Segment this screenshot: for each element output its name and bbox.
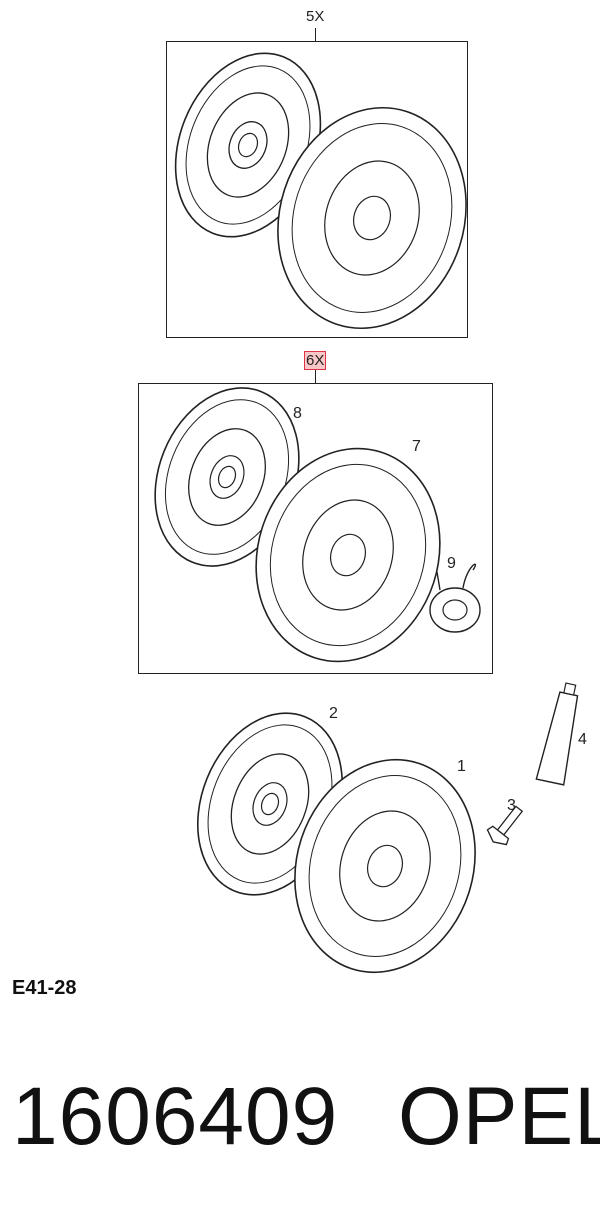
callout-1: 1 [457, 758, 466, 775]
callout-9: 9 [447, 555, 456, 572]
callout-4: 4 [578, 731, 587, 748]
callout-3: 3 [507, 797, 516, 814]
pressure-plate-drawing [277, 106, 467, 330]
callout-7: 7 [412, 438, 421, 455]
group-leader-5x [315, 28, 316, 41]
group-label-6x: 6X [303, 351, 327, 370]
group-leader-6x [315, 370, 316, 383]
group-label-5x: 5X [306, 8, 325, 25]
clutch-disc-drawing [154, 387, 300, 567]
bolt-drawing [486, 805, 524, 846]
grease-tube-drawing [535, 682, 579, 786]
callout-8: 8 [293, 405, 302, 422]
pressure-plate-drawing [294, 758, 476, 974]
release-bearing-drawing [429, 563, 481, 633]
figure-code: E41-28 [12, 977, 77, 999]
pressure-plate-drawing [255, 447, 441, 663]
brand-name: OPEL [398, 1071, 600, 1162]
callout-2: 2 [329, 705, 338, 722]
part-number: 1606409 [12, 1071, 339, 1162]
